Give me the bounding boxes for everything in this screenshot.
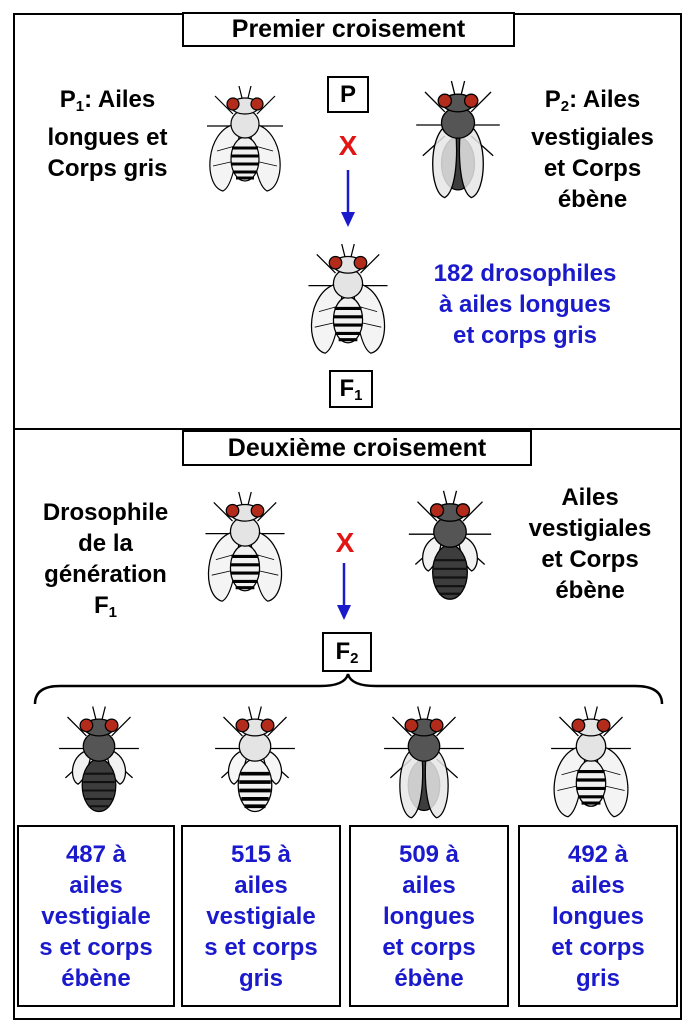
f1-result-line1: 182 drosophiles [405,258,645,289]
tester-line1: Ailes [505,482,675,513]
arrow-down-icon-1 [340,170,356,228]
result-1-line-1: 487 à [39,839,152,870]
p1-prefix: P [60,86,76,113]
f1-result-line3: et corps gris [405,320,645,351]
result-text-2: 515 à ailes vestigiale s et corps gris [204,839,317,994]
p1-label: P1: Ailes longues et Corps gris [20,84,195,184]
f1-parent-f-sub: 1 [109,604,117,621]
result-2-line-2: ailes [204,870,317,901]
p2-line3: et Corps [510,153,675,184]
result-4-line-2: ailes [551,870,644,901]
tester-line4: ébène [505,575,675,606]
result-box-1: 487 à ailes vestigiale s et corps ébène [17,825,175,1007]
first-cross-title: Premier croisement [182,12,515,47]
cross-symbol-2: X [333,527,357,558]
cross-symbol-2-text: X [336,527,355,558]
tester-line3: et Corps [505,544,675,575]
f1-parent-line3: génération [18,559,193,590]
tester-label: Ailes vestigiales et Corps ébène [505,482,675,606]
p-generation-label: P [340,81,356,109]
result-3-line-1: 509 à [382,839,475,870]
fly-tester-vestigial-ebony-icon [395,480,505,610]
fly-f2-vestigial-grey-icon [200,696,310,822]
result-1-line-5: ébène [39,963,152,994]
fly-f1-parent-long-grey-icon [193,478,297,610]
result-text-4: 492 à ailes longues et corps gris [551,839,644,994]
first-cross-title-text: Premier croisement [232,15,465,44]
f2-generation-box: F2 [322,632,372,672]
f1-parent-line1: Drosophile [18,497,193,528]
result-4-line-4: et corps [551,932,644,963]
p1-sub: 1 [76,98,84,115]
result-2-line-4: s et corps [204,932,317,963]
result-box-2: 515 à ailes vestigiale s et corps gris [181,825,341,1007]
fly-p1-long-grey-icon [195,70,295,202]
second-cross-title-text: Deuxième croisement [228,434,486,463]
f1-parent-line2: de la [18,528,193,559]
cross-symbol-1-text: X [339,130,358,161]
fly-f2-long-grey-icon [536,696,646,822]
result-1-line-2: ailes [39,870,152,901]
f1-generation-box: F1 [329,370,373,408]
fly-f1-long-grey-icon [296,230,400,362]
result-3-line-4: et corps [382,932,475,963]
p1-line3: Corps gris [20,153,195,184]
second-cross-title: Deuxième croisement [182,430,532,466]
f1-parent-f-prefix: F [94,592,109,619]
result-2-line-3: vestigiale [204,901,317,932]
f1-sub: 1 [354,387,362,404]
p1-line1: : Ailes [84,86,155,113]
result-4-line-3: longues [551,901,644,932]
result-1-line-4: s et corps [39,932,152,963]
result-text-1: 487 à ailes vestigiale s et corps ébène [39,839,152,994]
result-4-line-5: gris [551,963,644,994]
fly-f2-vestigial-ebony-icon [44,696,154,822]
p2-line2: vestigiales [510,122,675,153]
result-2-line-1: 515 à [204,839,317,870]
p2-prefix: P [545,86,561,113]
f2-sub: 2 [350,650,358,667]
result-3-line-2: ailes [382,870,475,901]
result-4-line-1: 492 à [551,839,644,870]
f1-parent-label: Drosophile de la génération F1 [18,497,193,628]
p-generation-box: P [327,76,369,113]
result-text-3: 509 à ailes longues et corps ébène [382,839,475,994]
f1-prefix: F [339,375,354,402]
f2-prefix: F [335,638,350,665]
p2-sub: 2 [561,98,569,115]
result-1-line-3: vestigiale [39,901,152,932]
p1-line2: longues et [20,122,195,153]
arrow-down-icon-2 [336,563,352,621]
tester-line2: vestigiales [505,513,675,544]
p2-line4: ébène [510,184,675,215]
result-3-line-3: longues [382,901,475,932]
fly-f2-long-ebony-icon [369,696,479,822]
f1-result-line2: à ailes longues [405,289,645,320]
result-box-4: 492 à ailes longues et corps gris [518,825,678,1007]
result-box-3: 509 à ailes longues et corps ébène [349,825,509,1007]
p2-line1: : Ailes [569,86,640,113]
cross-symbol-1: X [336,130,360,161]
fly-p2-vestigial-ebony-icon [403,70,513,202]
p2-label: P2: Ailes vestigiales et Corps ébène [510,84,675,215]
f1-result-text: 182 drosophiles à ailes longues et corps… [405,258,645,351]
result-3-line-5: ébène [382,963,475,994]
result-2-line-5: gris [204,963,317,994]
